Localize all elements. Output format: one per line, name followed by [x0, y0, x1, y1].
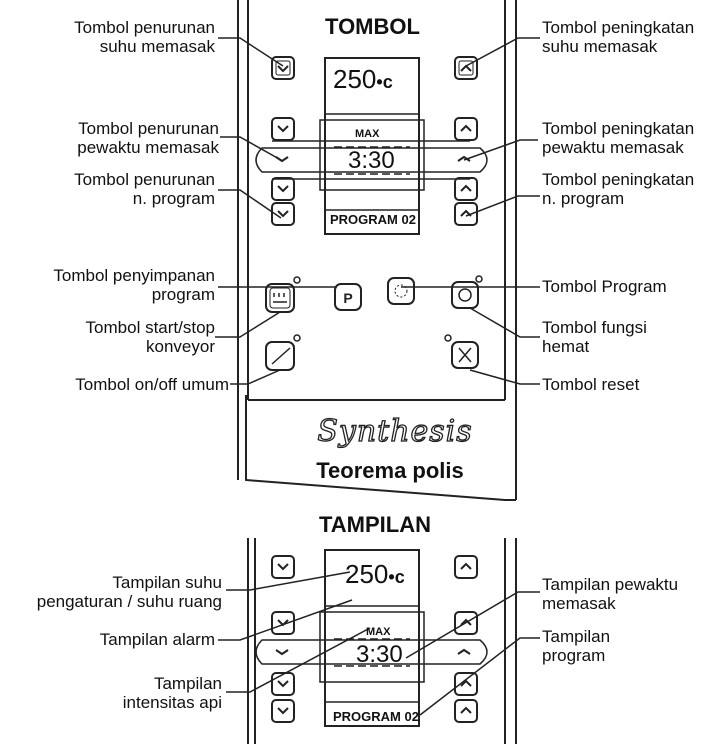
keys-leader-lines — [215, 37, 540, 385]
display-display-frame — [255, 549, 488, 727]
timer-readout: 3:30 — [348, 147, 395, 174]
max-indicator-2: MAX — [366, 626, 391, 638]
temp-unit-2: •c — [388, 567, 405, 587]
label-program: Tombol Program — [542, 277, 667, 296]
display-panel-outline — [247, 538, 517, 744]
keys-section-title: TOMBOL — [325, 14, 420, 39]
temp-readout-2: 250•c — [345, 559, 425, 592]
keys-function-buttons: P — [265, 275, 483, 371]
display-section-title: TAMPILAN — [318, 512, 432, 537]
label-reset: Tombol reset — [542, 375, 640, 394]
program-readout: PROGRAM 02 — [330, 212, 416, 227]
display-leader-lines — [218, 571, 540, 716]
label-onoff: Tombol on/off umum — [75, 375, 229, 394]
brand-name: Teorema polis — [316, 458, 464, 483]
keys-display-frame — [255, 57, 488, 235]
keys-panel-outline — [237, 0, 517, 501]
temp-value: 250 — [333, 64, 377, 94]
temp-unit: •c — [376, 72, 393, 92]
label-alarm-display: Tampilan alarm — [99, 630, 215, 649]
display-arrow-buttons — [271, 555, 478, 723]
temp-value-2: 250 — [345, 559, 389, 589]
temp-readout: 250•c — [333, 64, 413, 97]
timer-readout-2: 3:30 — [356, 641, 403, 668]
brand-script: Synthesis — [317, 413, 473, 449]
max-indicator: MAX — [355, 128, 380, 140]
program-readout-2: PROGRAM 02 — [333, 709, 419, 724]
svg-text:P: P — [343, 290, 352, 306]
